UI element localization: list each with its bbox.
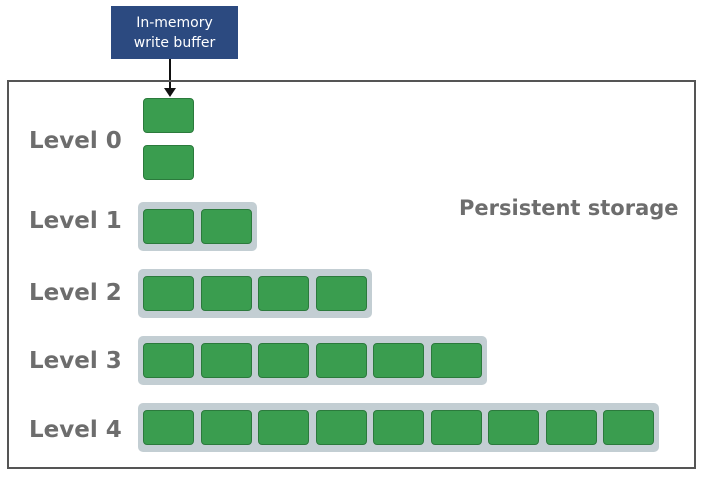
- level-4-label: Level 4: [29, 417, 122, 443]
- level-2-label: Level 2: [29, 280, 122, 306]
- buffer-label-line2: write buffer: [133, 34, 216, 51]
- level-3-block: [143, 343, 194, 378]
- level-3-block: [315, 343, 367, 378]
- level-4-block: [143, 410, 194, 445]
- level-0-block: [143, 145, 194, 180]
- level-2-block: [258, 276, 309, 311]
- level-1-block: [143, 209, 194, 244]
- level-1-block: [200, 209, 252, 244]
- flush-arrow-line: [169, 59, 171, 89]
- in-memory-write-buffer: In-memory write buffer: [111, 6, 238, 59]
- level-4-block: [545, 410, 597, 445]
- level-4-block: [258, 410, 309, 445]
- persistent-storage-label: Persistent storage: [459, 196, 679, 220]
- level-3-block: [258, 343, 309, 378]
- level-4-block: [315, 410, 367, 445]
- level-4-block: [430, 410, 482, 445]
- level-3-block: [200, 343, 252, 378]
- level-0-block: [143, 98, 194, 133]
- level-3-block: [373, 343, 424, 378]
- level-2-block: [143, 276, 194, 311]
- persistent-storage-box: [7, 80, 696, 469]
- buffer-label-line1: In-memory: [136, 14, 213, 31]
- level-4-block: [200, 410, 252, 445]
- level-0-label: Level 0: [29, 128, 122, 154]
- level-3-label: Level 3: [29, 348, 122, 374]
- level-3-tray: [138, 336, 487, 385]
- level-4-block: [373, 410, 424, 445]
- level-2-block: [200, 276, 252, 311]
- level-3-block: [430, 343, 482, 378]
- flush-arrow-head: [164, 88, 176, 97]
- level-2-block: [315, 276, 367, 311]
- level-4-block: [488, 410, 539, 445]
- level-4-block: [603, 410, 654, 445]
- level-1-label: Level 1: [29, 208, 122, 234]
